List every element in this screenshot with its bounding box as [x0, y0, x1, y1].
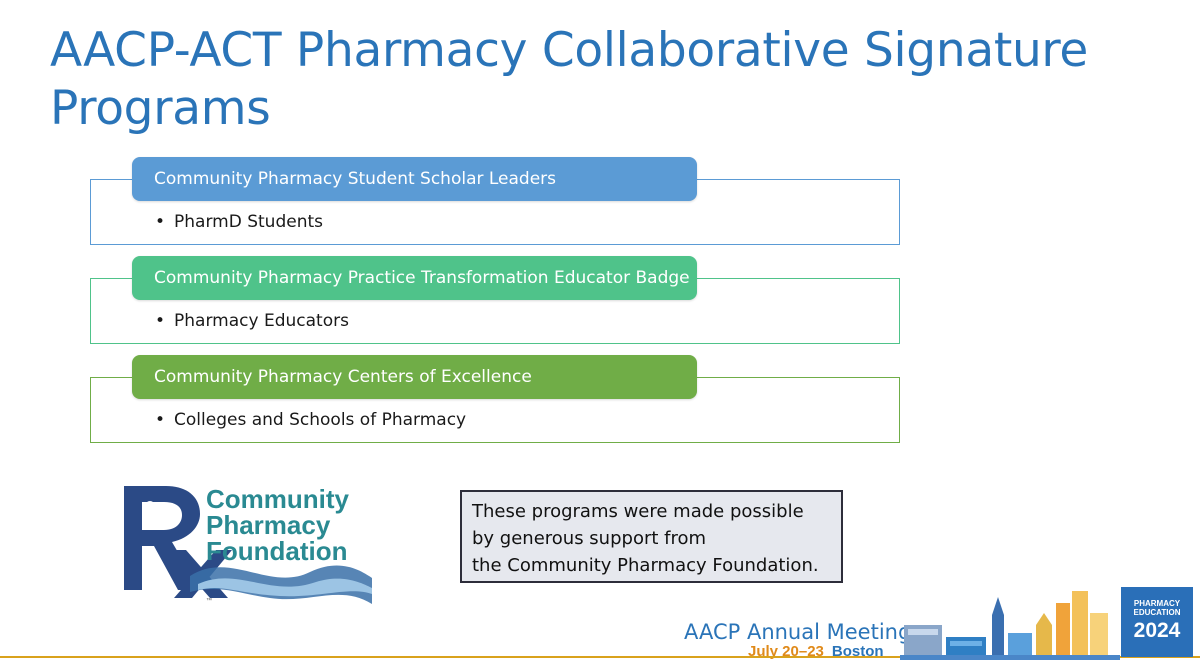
sponsor-note-line-3: the Community Pharmacy Foundation.: [472, 555, 819, 576]
footer-dates: July 20–23 Boston: [748, 643, 884, 660]
footer-city: Boston: [831, 643, 884, 660]
boston-skyline-icon: [900, 591, 1120, 660]
program-header-student-scholar: Community Pharmacy Student Scholar Leade…: [132, 157, 697, 201]
badge-line-education: EDUCATION: [1133, 608, 1181, 617]
bullet-icon: •: [155, 311, 166, 331]
program-item-label: Colleges and Schools of Pharmacy: [174, 410, 467, 430]
program-item-centers-excellence: • Colleges and Schools of Pharmacy: [155, 410, 466, 430]
program-item-label: PharmD Students: [174, 212, 323, 232]
sponsor-note: These programs were made possible by gen…: [460, 490, 843, 583]
slide-title: AACP-ACT Pharmacy Collaborative Signatur…: [50, 23, 1089, 136]
footer-rule: [0, 656, 1200, 658]
program-header-educator-badge: Community Pharmacy Practice Transformati…: [132, 256, 697, 300]
logo-text-community: Community: [206, 484, 349, 514]
logo-text-foundation: Foundation: [206, 536, 348, 566]
svg-text:™: ™: [206, 597, 212, 604]
badge-year: 2024: [1133, 619, 1181, 642]
sponsor-note-line-1: These programs were made possible: [472, 501, 804, 522]
community-pharmacy-foundation-logo: ™ Community Pharmacy Foundation: [120, 480, 380, 604]
sponsor-note-line-2: by generous support from: [472, 528, 707, 549]
footer-meeting-name: AACP Annual Meeting: [684, 620, 912, 644]
rx-family-icon: ™: [124, 486, 372, 604]
program-header-centers-excellence: Community Pharmacy Centers of Excellence: [132, 355, 697, 399]
program-item-label: Pharmacy Educators: [174, 311, 349, 331]
bullet-icon: •: [155, 410, 166, 430]
program-item-student-scholar: • PharmD Students: [155, 212, 323, 232]
badge-line-pharmacy: PHARMACY: [1133, 599, 1181, 608]
bullet-icon: •: [155, 212, 166, 232]
program-item-educator-badge: • Pharmacy Educators: [155, 311, 349, 331]
pharmacy-education-2024-badge: PHARMACY EDUCATION 2024: [1121, 587, 1193, 657]
footer-dates-text: July 20–23: [748, 643, 824, 660]
logo-text-pharmacy: Pharmacy: [206, 510, 331, 540]
